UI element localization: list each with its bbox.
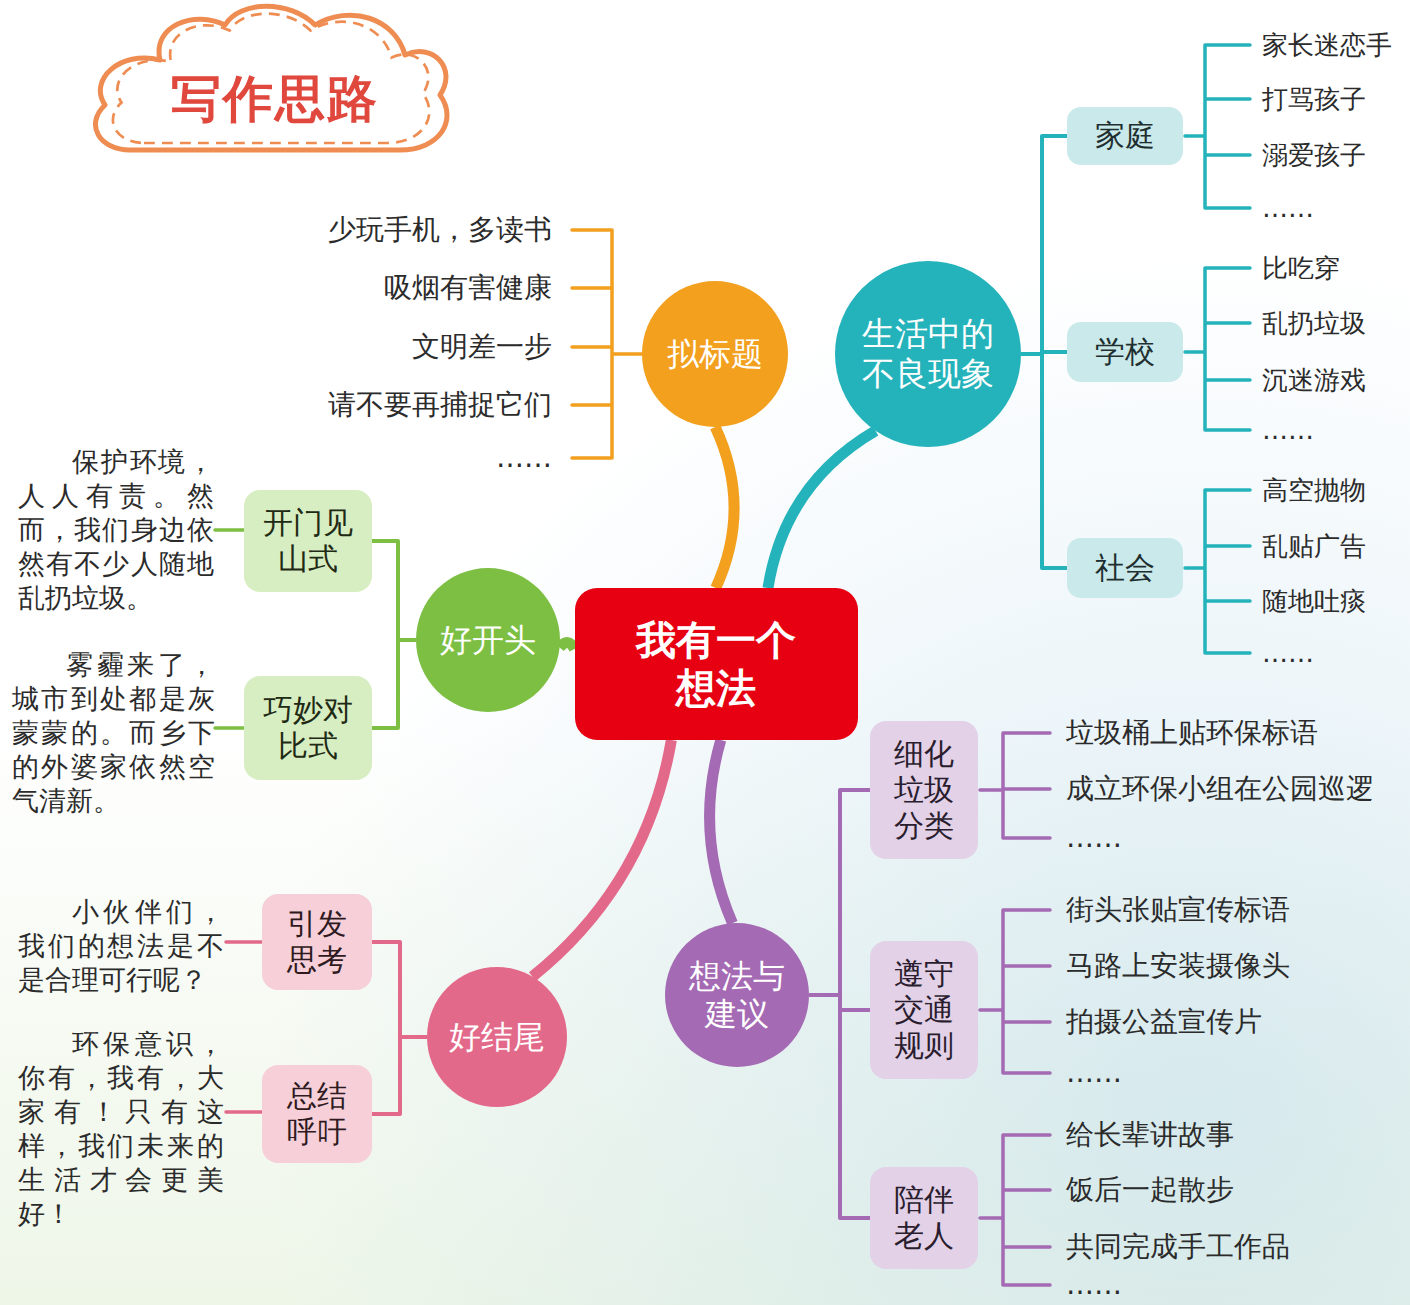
leaf-bracket bbox=[1185, 490, 1250, 653]
branch-circle: 想法与建议 bbox=[665, 923, 809, 1067]
node-text: 巧妙对比式 bbox=[262, 692, 354, 764]
branch-connector bbox=[372, 1037, 427, 1114]
branch-circle: 生活中的不良现象 bbox=[835, 261, 1021, 447]
leaf-text: …… bbox=[1262, 640, 1314, 666]
node-text: 我有一个想法 bbox=[634, 616, 798, 712]
branch-connector bbox=[715, 427, 734, 588]
node-text: 好开头 bbox=[437, 621, 539, 659]
leader-line bbox=[215, 528, 246, 532]
leaf-text: 垃圾桶上贴环保标语 bbox=[1066, 719, 1318, 747]
leaf-text: …… bbox=[1066, 1271, 1122, 1299]
node-text: 总结呼吁 bbox=[286, 1078, 349, 1150]
branch-connector bbox=[768, 431, 876, 588]
branch-connector bbox=[372, 640, 416, 728]
leaf-text: 马路上安装摄像头 bbox=[1066, 952, 1290, 980]
leaf-text: 少玩手机，多读书 bbox=[328, 216, 552, 244]
leaf-bracket bbox=[980, 1135, 1050, 1285]
node-text: 学校 bbox=[1092, 334, 1158, 370]
leaf-text: 乱贴广告 bbox=[1262, 533, 1366, 559]
leaf-text: 溺爱孩子 bbox=[1262, 142, 1366, 168]
leaf-text: 家长迷恋手 bbox=[1262, 32, 1392, 58]
category-box: 家庭 bbox=[1067, 107, 1183, 165]
example-text: 雾霾来了，城市到处都是灰蒙蒙的。而乡下的外婆家依然空气清新。 bbox=[12, 648, 215, 818]
center-box: 我有一个想法 bbox=[575, 588, 858, 740]
node-text: 开门见山式 bbox=[262, 505, 354, 577]
leaf-text: 拍摄公益宣传片 bbox=[1066, 1008, 1262, 1036]
leaf-bracket bbox=[980, 733, 1050, 838]
branch-circle: 好开头 bbox=[416, 568, 560, 712]
leader-line bbox=[226, 1110, 262, 1114]
branch-connector bbox=[1021, 354, 1067, 568]
leaf-text: 吸烟有害健康 bbox=[384, 274, 552, 302]
node-text: 引发思考 bbox=[286, 906, 349, 978]
category-box: 社会 bbox=[1067, 538, 1183, 598]
leaf-text: …… bbox=[496, 444, 552, 472]
leaf-text: 请不要再捕捉它们 bbox=[328, 391, 552, 419]
idea-box: 陪伴老人 bbox=[870, 1167, 978, 1269]
idea-box: 遵守交通规则 bbox=[870, 941, 978, 1079]
leaf-text: …… bbox=[1066, 1059, 1122, 1087]
node-text: 想法与建议 bbox=[687, 957, 786, 1034]
branch-connector bbox=[560, 643, 575, 650]
node-text: 社会 bbox=[1092, 550, 1158, 586]
circle-fill bbox=[427, 967, 567, 1107]
circle-fill bbox=[665, 923, 809, 1067]
branch-connector bbox=[809, 790, 870, 995]
circle-fill bbox=[835, 261, 1021, 447]
leader-line bbox=[226, 940, 262, 944]
branch-connector bbox=[809, 995, 870, 1218]
leaf-text: 沉迷游戏 bbox=[1262, 367, 1366, 393]
circle-fill bbox=[416, 568, 560, 712]
branch-connector bbox=[1021, 136, 1067, 354]
circle-fill bbox=[642, 281, 788, 427]
leaf-text: 饭后一起散步 bbox=[1066, 1176, 1234, 1204]
leaf-text: …… bbox=[1066, 824, 1122, 852]
leaf-text: 共同完成手工作品 bbox=[1066, 1233, 1290, 1261]
idea-box: 细化垃圾分类 bbox=[870, 721, 978, 859]
ending-box: 引发思考 bbox=[262, 894, 372, 990]
leaf-text: 街头张贴宣传标语 bbox=[1066, 896, 1290, 924]
leaf-text: 给长辈讲故事 bbox=[1066, 1121, 1234, 1149]
leaf-bracket bbox=[572, 230, 645, 458]
leaf-bracket bbox=[1185, 268, 1250, 430]
node-text: 遵守交通规则 bbox=[893, 956, 956, 1064]
leaf-text: 高空抛物 bbox=[1262, 477, 1366, 503]
node-text: 细化垃圾分类 bbox=[893, 736, 956, 844]
leaf-text: 文明差一步 bbox=[412, 333, 552, 361]
leaf-bracket bbox=[1185, 45, 1250, 208]
leaf-text: 比吃穿 bbox=[1262, 255, 1340, 281]
leader-line bbox=[215, 726, 246, 730]
node-text: 陪伴老人 bbox=[893, 1182, 956, 1254]
leaf-text: 乱扔垃圾 bbox=[1262, 310, 1366, 336]
leaf-bracket bbox=[980, 910, 1050, 1073]
node-text: 好结尾 bbox=[446, 1018, 548, 1056]
leaf-text: 成立环保小组在公园巡逻 bbox=[1066, 775, 1374, 803]
node-text: 生活中的不良现象 bbox=[860, 314, 995, 393]
node-text: 拟标题 bbox=[664, 335, 766, 373]
title-cloud-dash bbox=[113, 14, 429, 143]
title-cloud bbox=[95, 6, 447, 150]
branch-circle: 好结尾 bbox=[427, 967, 567, 1107]
leaf-text: …… bbox=[1262, 417, 1314, 443]
branch-connector bbox=[372, 942, 427, 1037]
method-box: 开门见山式 bbox=[244, 490, 372, 592]
category-box: 学校 bbox=[1067, 322, 1183, 382]
leaf-text: …… bbox=[1262, 195, 1314, 221]
branch-circle: 拟标题 bbox=[642, 281, 788, 427]
node-text: 家庭 bbox=[1092, 118, 1158, 154]
leaf-text: 随地吐痰 bbox=[1262, 588, 1366, 614]
example-text: 环保意识，你有，我有，大家有！只有这样，我们未来的生活才会更美好！ bbox=[18, 1027, 224, 1231]
example-text: 保护环境，人人有责。然而，我们身边依然有不少人随地乱扔垃圾。 bbox=[18, 445, 214, 615]
branch-connector bbox=[532, 740, 671, 977]
branch-connector bbox=[710, 740, 733, 923]
branch-connector bbox=[372, 541, 416, 640]
method-box: 巧妙对比式 bbox=[244, 676, 372, 780]
title-text: 写作思路 bbox=[140, 72, 410, 127]
ending-box: 总结呼吁 bbox=[262, 1065, 372, 1163]
leaf-text: 打骂孩子 bbox=[1262, 86, 1366, 112]
example-text: 小伙伴们，我们的想法是不是合理可行呢？ bbox=[18, 895, 224, 997]
